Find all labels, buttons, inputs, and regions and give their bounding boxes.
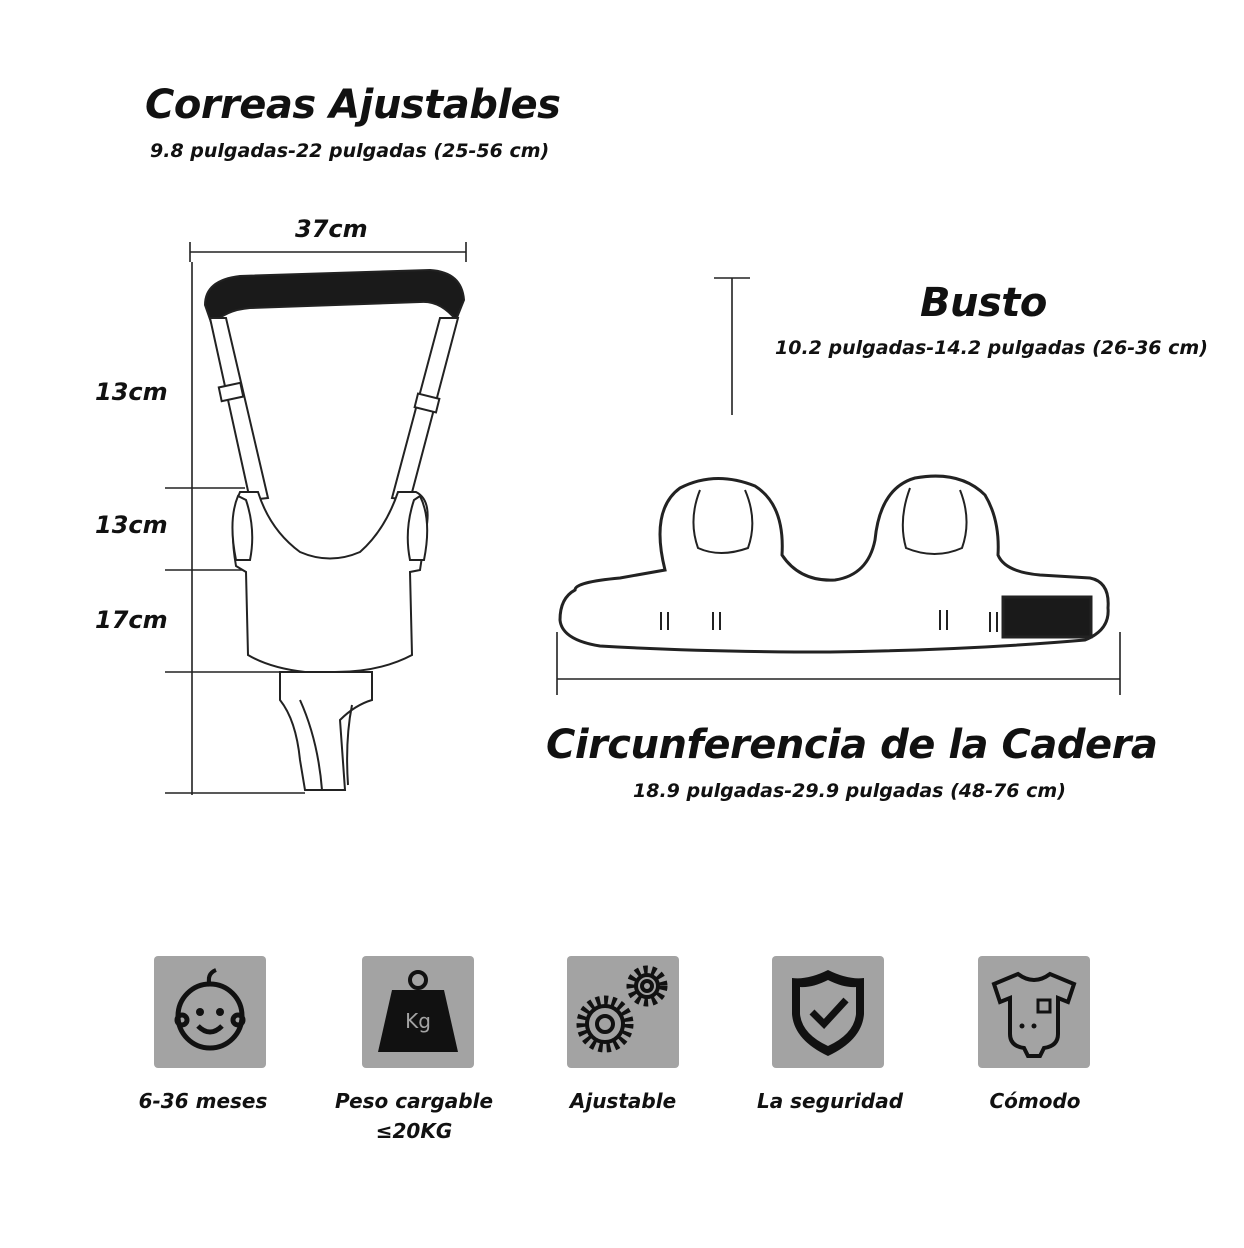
feature-weight-limit-label: ≤20KG [375, 1119, 453, 1143]
hip-subtitle: 18.9 pulgadas-29.9 pulgadas (48-76 cm) [633, 780, 1066, 802]
feature-safety-label: La seguridad [756, 1089, 904, 1113]
belt-drawing [558, 474, 1110, 654]
baby-face-icon [154, 956, 266, 1068]
bust-subtitle: 10.2 pulgadas-14.2 pulgadas (26-36 cm) [775, 337, 1208, 359]
shield-check-icon [772, 956, 884, 1068]
lower-dimension-label: 17cm [95, 606, 168, 634]
feature-adjustable-label: Ajustable [569, 1089, 677, 1113]
weight-kg-icon: Kg [362, 956, 474, 1068]
onesie-icon [978, 956, 1090, 1068]
hip-title: Circunferencia de la Cadera [546, 722, 1158, 768]
bust-title: Busto [920, 280, 1047, 326]
feature-weight-label: Peso cargable [334, 1089, 494, 1113]
harness-drawing [203, 268, 466, 791]
upper-dimension-label: 13cm [95, 378, 168, 406]
feature-age-label: 6-36 meses [138, 1089, 268, 1113]
middle-dimension-label: 13cm [95, 511, 168, 539]
straps-subtitle: 9.8 pulgadas-22 pulgadas (25-56 cm) [150, 140, 550, 162]
width-dimension-label: 37cm [295, 215, 368, 243]
feature-comfort-label: Cómodo [989, 1089, 1081, 1113]
gears-icon [567, 956, 679, 1068]
kg-text: Kg [405, 1009, 431, 1033]
straps-title: Correas Ajustables [145, 82, 561, 128]
product-diagram [165, 242, 1121, 795]
